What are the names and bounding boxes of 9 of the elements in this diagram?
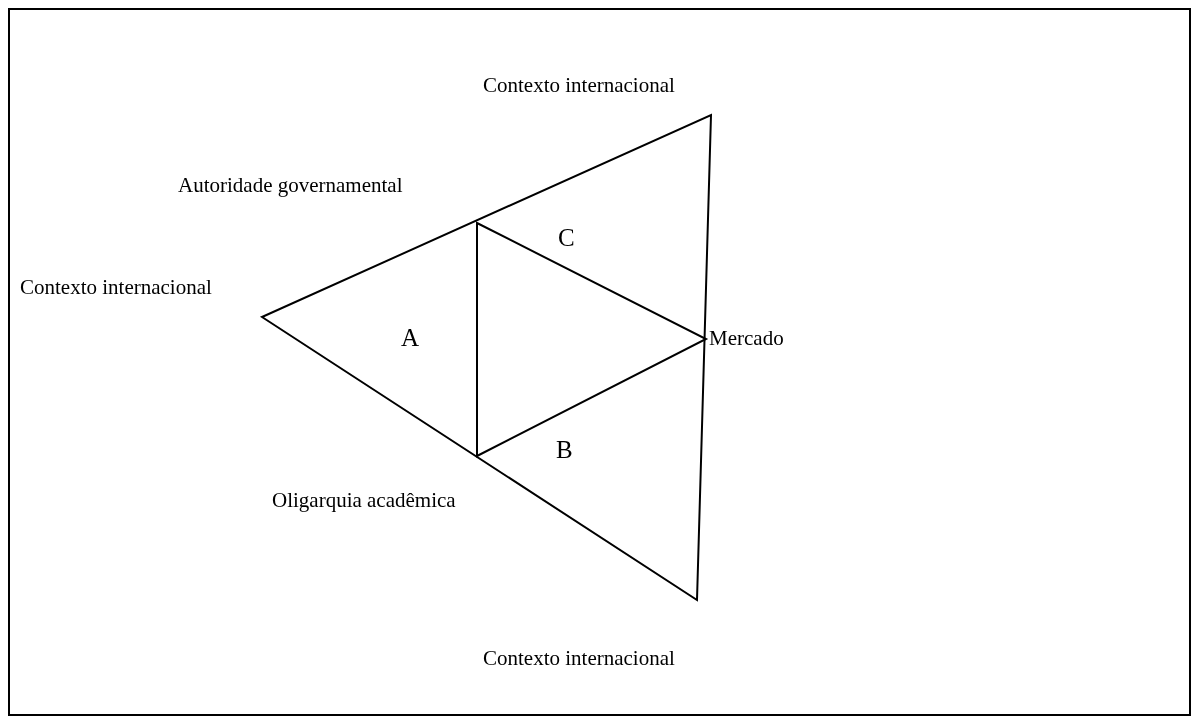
vertex-label: Autoridade governamental: [178, 172, 403, 199]
vertex-label: Mercado: [709, 325, 784, 352]
region-letter: B: [556, 435, 573, 465]
vertex-label: Contexto internacional: [483, 645, 675, 672]
vertex-label: Oligarquia acadêmica: [272, 487, 456, 514]
region-letter: C: [558, 223, 575, 253]
vertex-label: Contexto internacional: [483, 72, 675, 99]
region-letter: A: [401, 323, 420, 353]
vertex-label: Contexto internacional: [20, 274, 212, 301]
